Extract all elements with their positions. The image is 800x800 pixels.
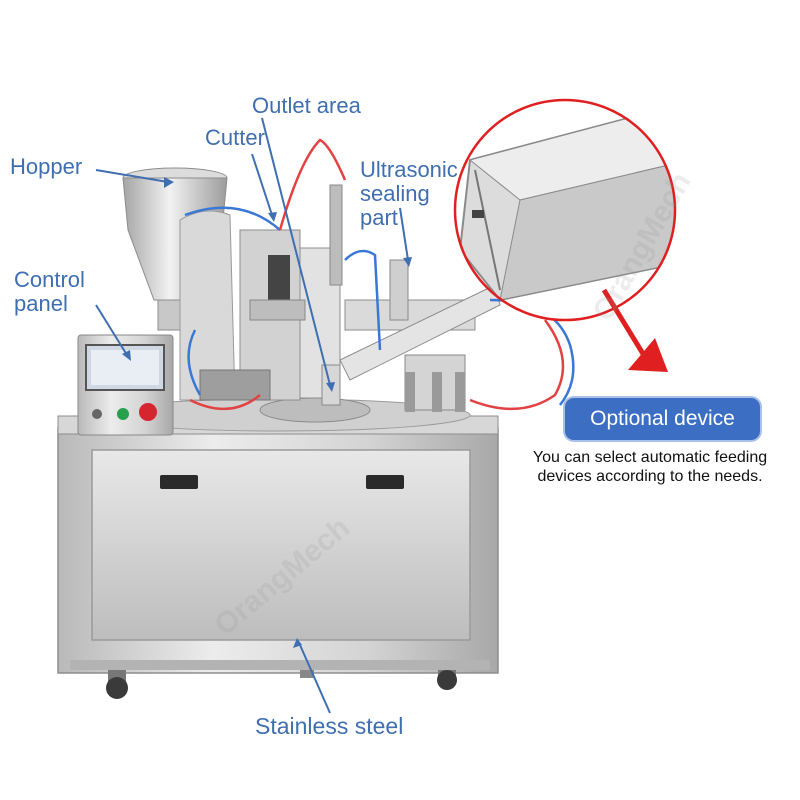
cabinet-handle-left	[160, 475, 198, 489]
label-ultrasonic-sealing-part: Ultrasonic sealing part	[360, 157, 458, 231]
cabinet	[57, 415, 499, 674]
optional-device-note: You can select automatic feeding devices…	[532, 449, 768, 486]
mechanics	[179, 184, 501, 412]
label-hopper: Hopper	[10, 154, 83, 179]
label-cutter: Cutter	[205, 125, 265, 150]
optional-device-badge: Optional device	[565, 398, 760, 440]
label-control-panel: Control panel	[14, 267, 85, 317]
leader-lines	[95, 117, 409, 714]
leader-arrowheads	[122, 177, 412, 648]
control-panel	[77, 334, 174, 436]
optional-device-callout	[453, 98, 677, 372]
air-tubes	[184, 138, 575, 411]
label-outlet-area: Outlet area	[252, 93, 361, 118]
cabinet-handle-right	[366, 475, 404, 489]
label-stainless-steel: Stainless steel	[255, 713, 404, 739]
casters	[106, 670, 457, 699]
